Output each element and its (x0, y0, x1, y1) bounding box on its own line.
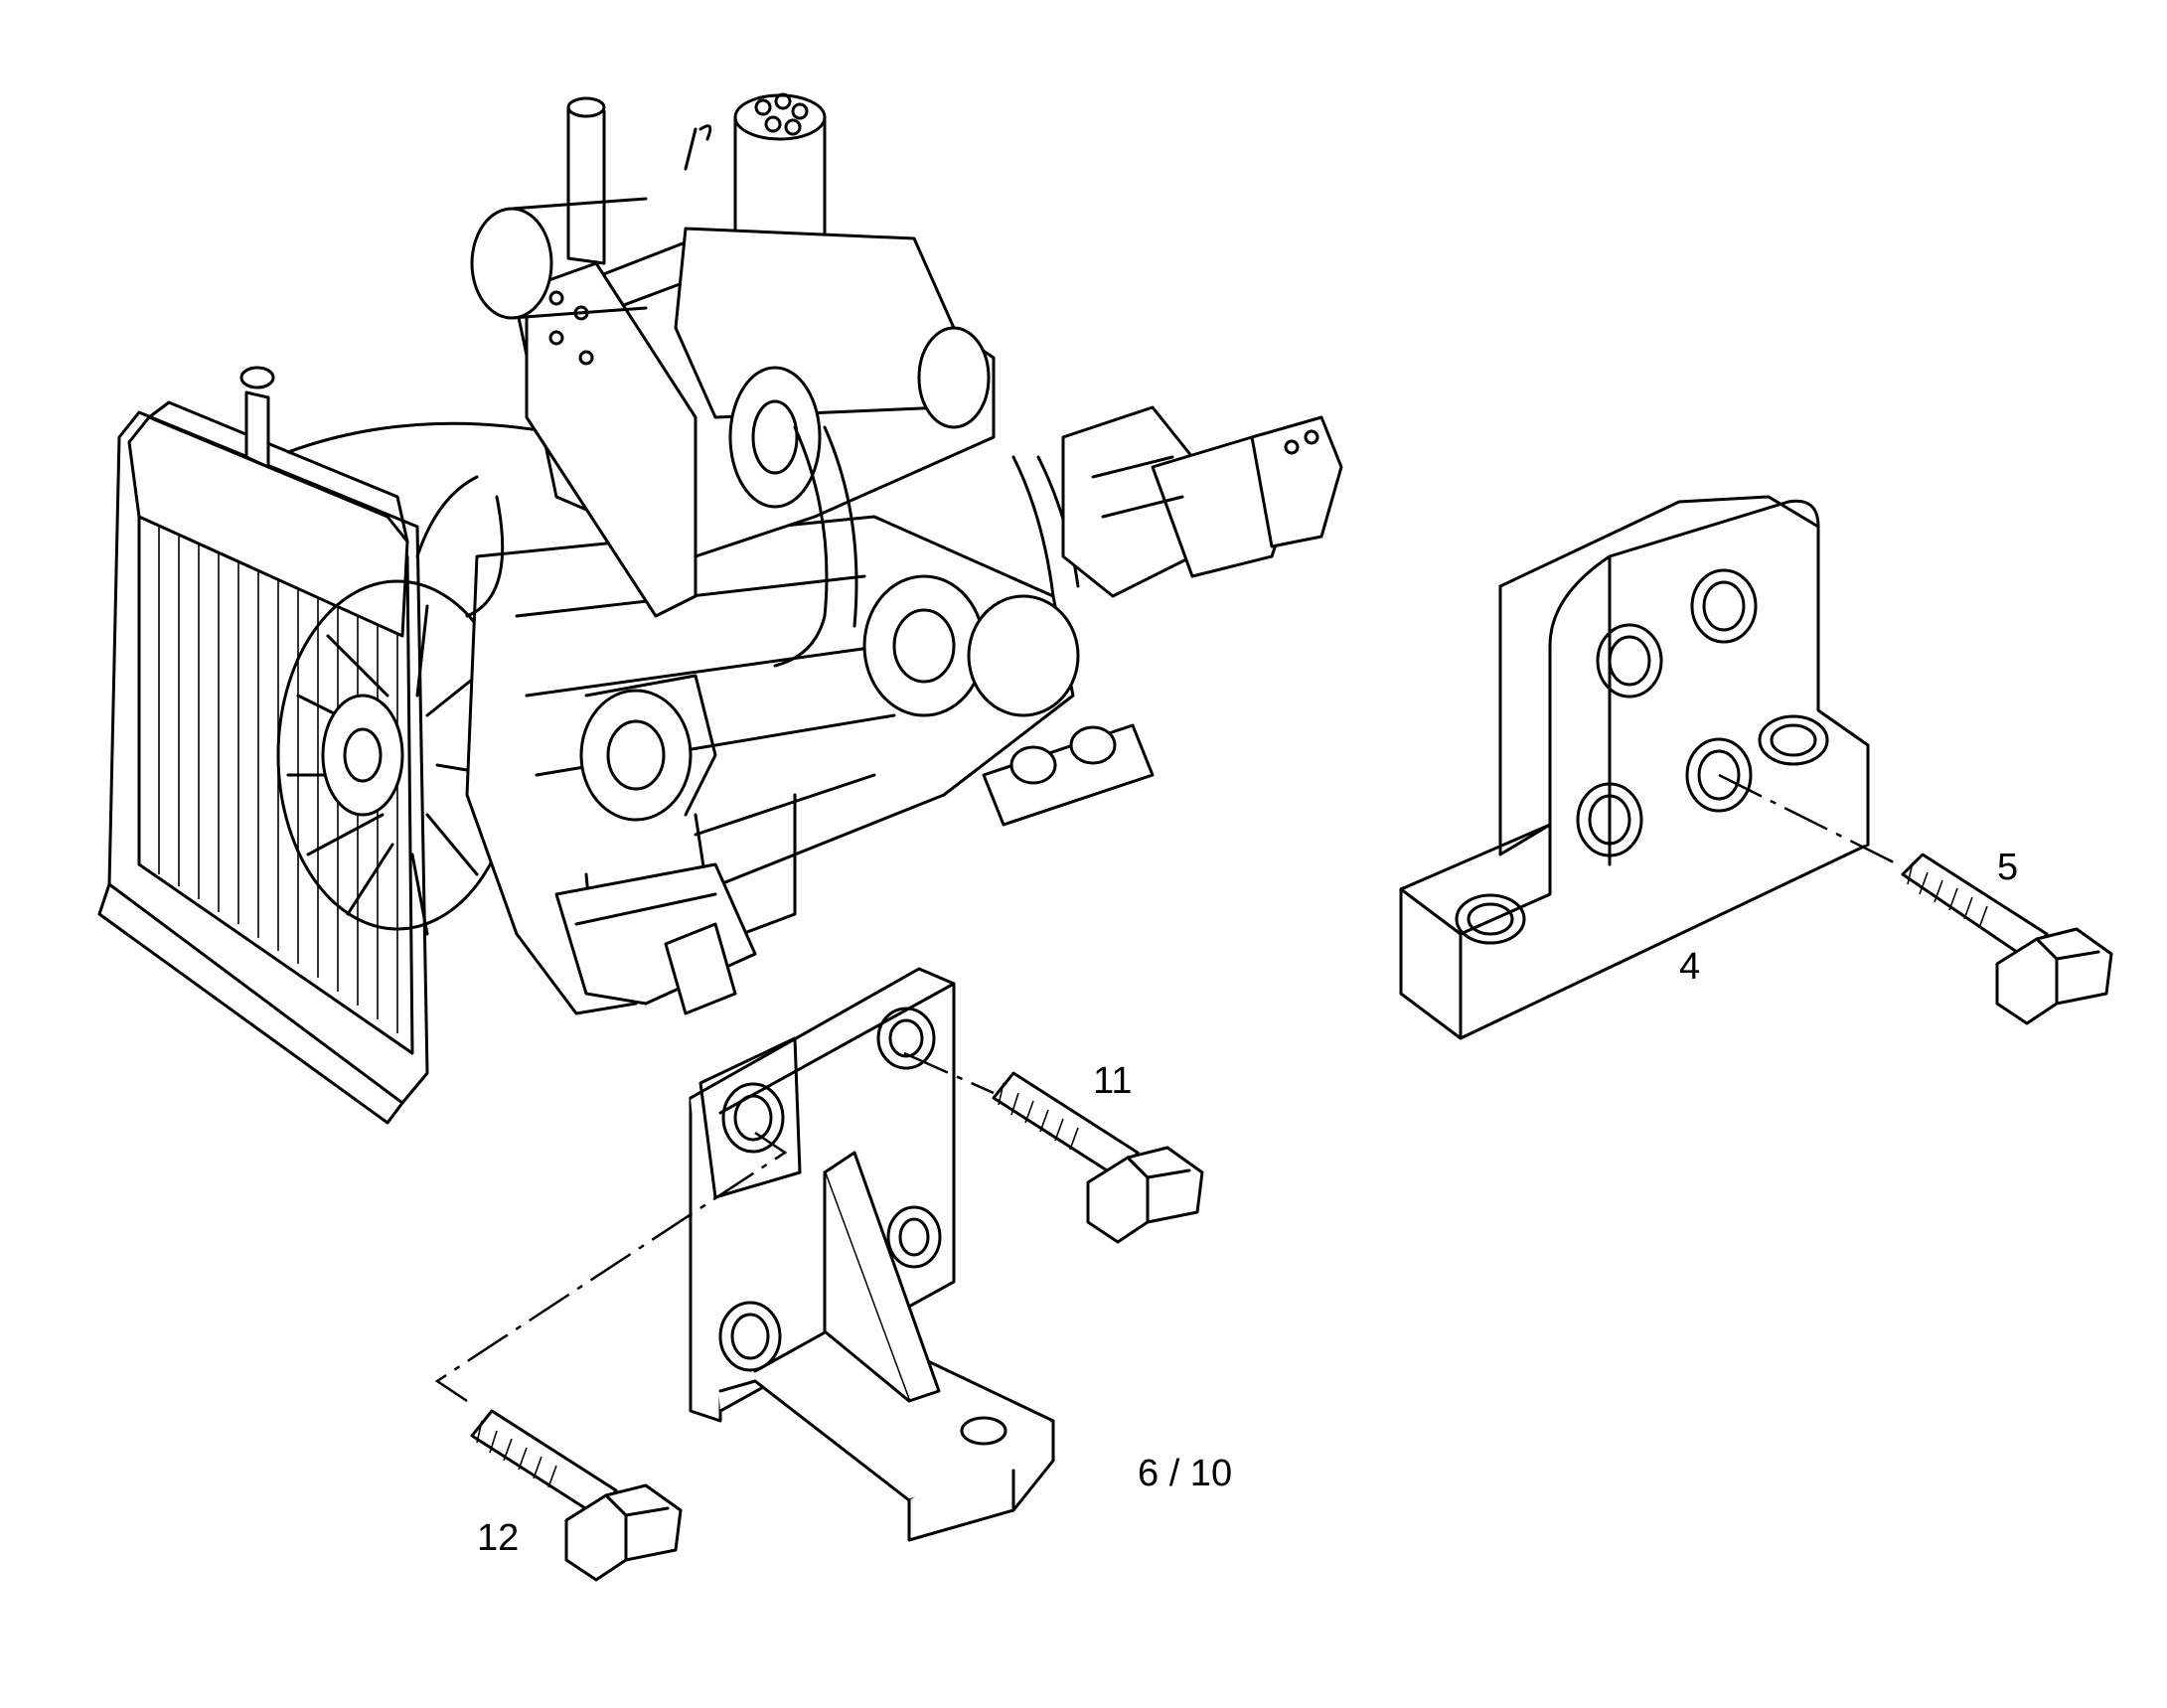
callout-6-10: 6 / 10 (1138, 1453, 1232, 1494)
front-lower-bolt-leader-line (434, 1131, 788, 1403)
radiator-filler-cap (239, 366, 275, 469)
engine-assembly (97, 92, 1343, 1125)
callout-4: 4 (1679, 946, 1700, 988)
air-cleaner (674, 92, 991, 509)
callout-12: 12 (477, 1517, 519, 1559)
engine-mount-rubber (664, 723, 1155, 1015)
front-upper-bolt-leader-line (903, 1051, 995, 1095)
front-upper-bolt (992, 1071, 1204, 1244)
exhaust-stack (566, 96, 606, 265)
hydraulic-pump-assembly (1061, 405, 1343, 598)
rear-bolt (1901, 853, 2113, 1025)
front-lower-bolt (470, 1409, 683, 1582)
radiator (97, 400, 429, 1125)
turbocharger (862, 574, 1080, 717)
rear-mount-bracket (1399, 495, 1870, 1040)
dipstick (684, 124, 712, 171)
callout-5: 5 (1997, 847, 2018, 888)
front-mount-bracket (689, 967, 1055, 1542)
engine-block (465, 515, 1075, 1015)
callout-11: 11 (1093, 1060, 1132, 1102)
alternator (579, 674, 717, 822)
rear-bolt-leader-line (1718, 773, 1899, 866)
muffler (470, 197, 648, 320)
